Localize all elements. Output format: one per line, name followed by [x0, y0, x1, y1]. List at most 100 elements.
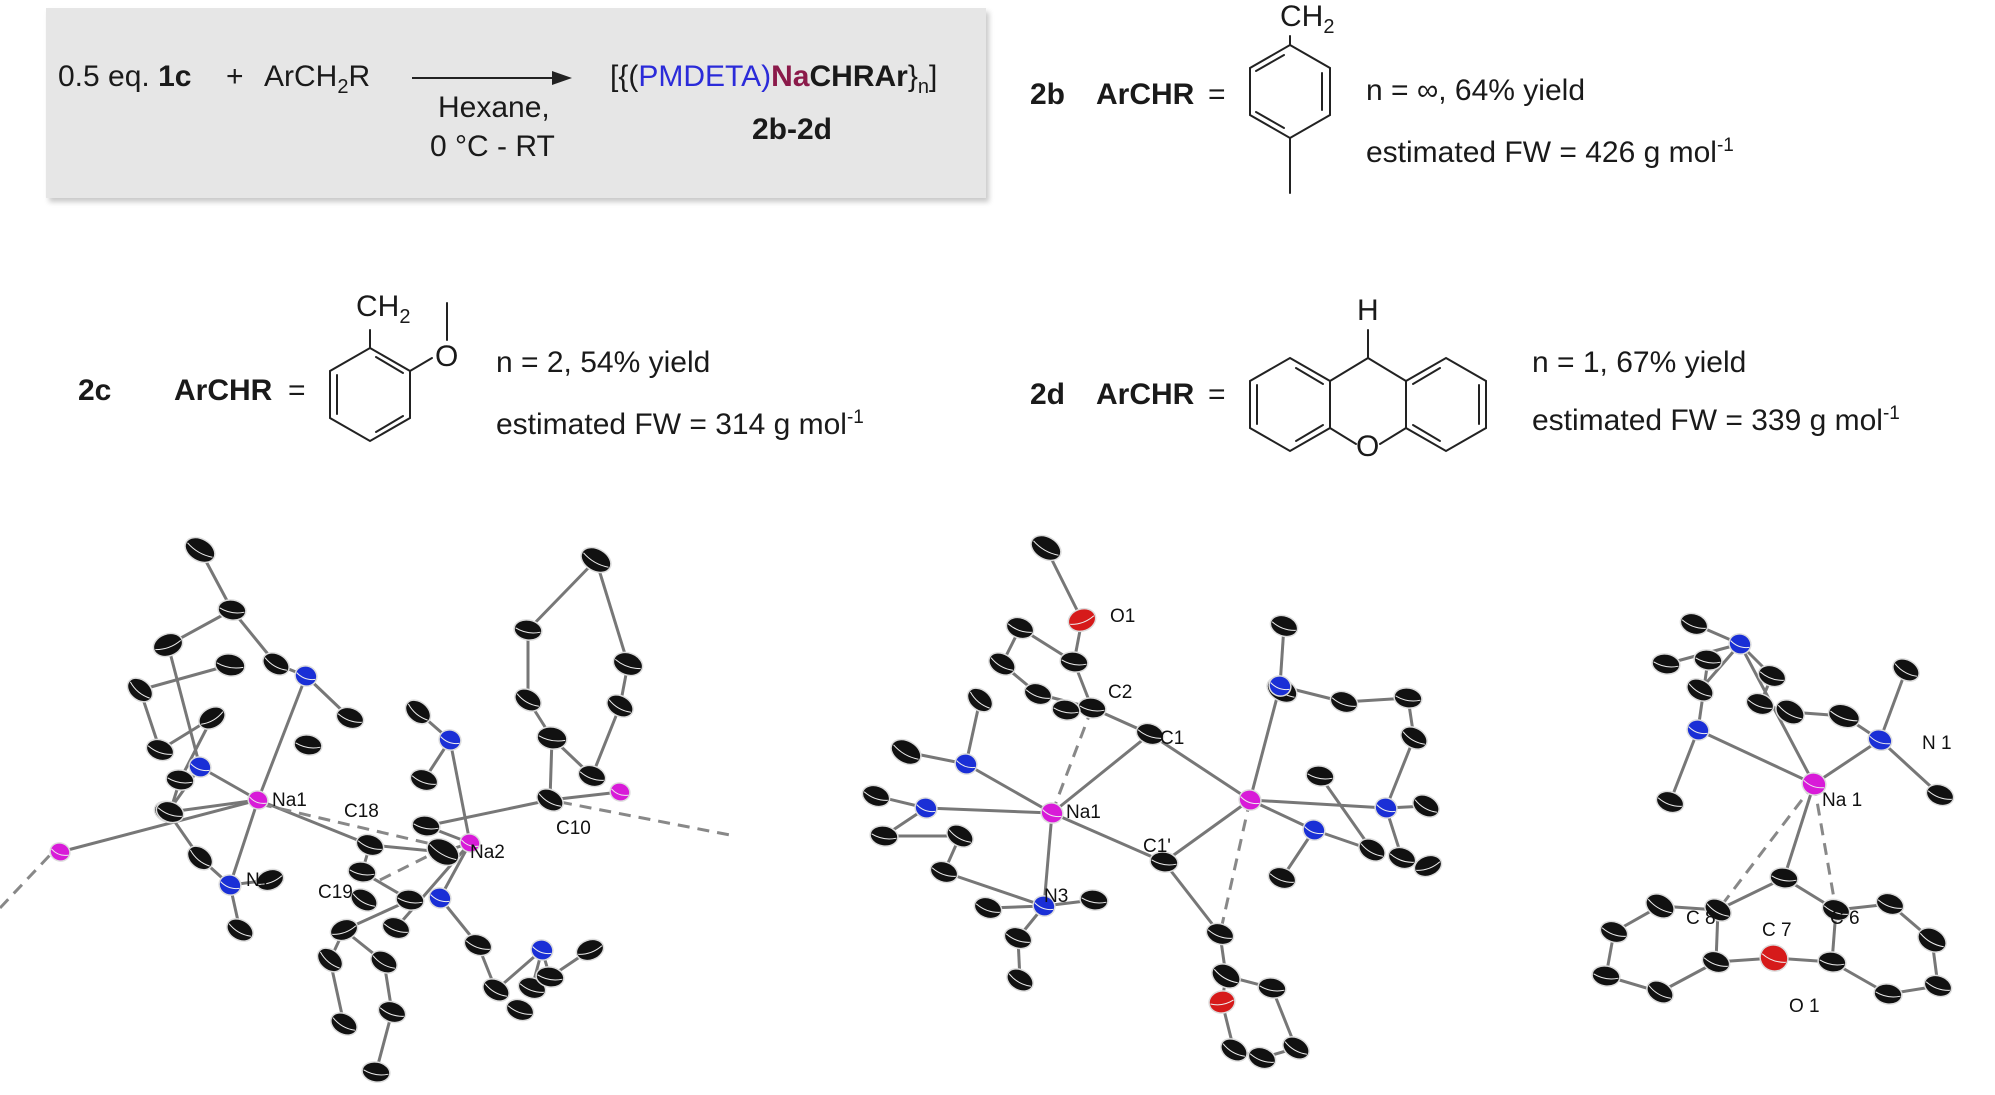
structure-2c-atom-na — [1238, 789, 1262, 811]
compound-2b-equals: = — [1208, 78, 1226, 111]
structure-2d-atom-c — [1775, 699, 1805, 725]
structure-2c-atom-c — [1387, 846, 1417, 870]
structure-2c-ellipsoid-octant — [1042, 809, 1062, 818]
structure-2c-atom-c — [1077, 697, 1107, 719]
structure-2c-bond — [1051, 811, 1165, 864]
structure-2c-ellipsoid-octant — [1269, 873, 1294, 883]
structure-2b-ellipsoid-octant — [461, 839, 479, 847]
structure-2b-ellipsoid-octant — [611, 788, 629, 796]
reagent-2: ArCH2R — [264, 62, 370, 98]
structure-2c-ellipsoid-octant — [1222, 1043, 1245, 1057]
structure-2c-atom-c — [1079, 889, 1109, 911]
structure-2b-ellipsoid-octant — [332, 925, 357, 935]
structure-2b-atom-c — [145, 738, 175, 762]
structure-2b-ellipsoid-octant — [579, 771, 604, 781]
structure-2b-atom-c — [514, 688, 542, 712]
structure-2b-atom-c — [536, 788, 564, 812]
compound-2b-archr: ArCHR — [1096, 78, 1195, 111]
structure-2d-ellipsoid-octant — [1771, 875, 1797, 882]
structure-2d-ellipsoid-octant — [1819, 959, 1845, 966]
compound-2b-ch2: CH2 — [1280, 2, 1334, 38]
structure-2b-ellipsoid-octant — [413, 823, 439, 830]
structure-2c-bond — [1248, 685, 1282, 801]
structure-2c-ellipsoid-octant — [1025, 689, 1050, 699]
compound-2d-fw-text: estimated FW = 339 g mol — [1532, 404, 1883, 437]
structure-2d-ellipsoid-octant — [1688, 683, 1711, 697]
structure-2b-atom-c — [152, 632, 184, 658]
structure-2b-atom-c — [316, 947, 344, 973]
structure-2c-ellipsoid-octant — [1376, 804, 1396, 813]
structure-2b-ellipsoid-octant — [357, 840, 382, 850]
structure-2b-atom-c — [255, 868, 285, 892]
structure-2b-ellipsoid-octant — [519, 983, 544, 993]
structure-2b-bond — [228, 799, 260, 886]
product-close-brace: } — [907, 60, 918, 93]
structure-2b-bond — [594, 559, 630, 665]
reagent-2-sub: 2 — [337, 76, 349, 98]
structure-2d-bond — [1782, 783, 1816, 879]
structure-2c-ellipsoid-octant — [1304, 826, 1324, 835]
structure-2c-bond — [1149, 732, 1251, 802]
structure-2b-dashed-contact — [559, 800, 731, 837]
structure-2c-ellipsoid-octant — [863, 791, 888, 801]
structure-2b-atom-c — [184, 536, 216, 564]
structure-2c-ellipsoid-octant — [1008, 973, 1031, 987]
structure-2b-ellipsoid-octant — [332, 1017, 355, 1031]
structure-2c-ellipsoid-octant — [1249, 1053, 1274, 1063]
structure-2c-atom-na — [1040, 802, 1064, 824]
structure-2d-atom-c — [1873, 983, 1903, 1005]
structure-2b-atom-c — [404, 699, 432, 725]
structure-2c-bond — [1042, 812, 1054, 907]
structure-2c-bond — [1249, 798, 1387, 810]
structure-2d-atom-c — [1599, 920, 1629, 944]
structure-2d-atom-c — [1679, 612, 1709, 636]
structure-2d-ellipsoid-octant — [1681, 619, 1706, 629]
structure-2c-atom-c — [1393, 687, 1423, 709]
structure-2b-ellipsoid-octant — [516, 693, 539, 707]
label-2b-na1: Na1 — [272, 790, 307, 811]
structure-2c-ellipsoid-octant — [1007, 623, 1032, 633]
structure-2d-atom-c — [1821, 898, 1851, 922]
compound-2c-fw-exp: -1 — [846, 407, 864, 428]
structure-2b-ellipsoid-octant — [538, 735, 566, 742]
structure-2b-ellipsoid-octant — [189, 849, 210, 867]
structure-2d-ellipsoid-octant — [1877, 899, 1902, 909]
label-2d-o1: O 1 — [1789, 996, 1820, 1017]
structure-2d-atom-c — [1925, 783, 1955, 807]
structure-2c-atom-c — [890, 738, 922, 766]
structure-2c-atom-c — [1269, 614, 1299, 638]
compound-2d-hydrogen: H — [1357, 294, 1379, 327]
structure-2b-ellipsoid-octant — [228, 923, 251, 937]
structure-2c-ellipsoid-octant — [1414, 799, 1437, 813]
compound-2c-equals: = — [288, 374, 306, 407]
label-2d-na1: Na 1 — [1822, 790, 1862, 811]
structure-2b-atom-c — [155, 800, 185, 824]
structure-2c-atom-c — [861, 784, 891, 808]
plus-sign: + — [226, 60, 244, 93]
structure-2c-ellipsoid-octant — [1331, 697, 1356, 707]
structure-2c-ellipsoid-octant — [1005, 933, 1030, 943]
structure-2b-ellipsoid-octant — [397, 897, 423, 904]
structure-2c-ellipsoid-octant — [1307, 773, 1333, 780]
structure-2b-ellipsoid-octant — [507, 1005, 532, 1015]
label-2c-na1: Na1 — [1066, 802, 1101, 823]
structure-2c-ellipsoid-octant — [1402, 731, 1425, 745]
reaction-scheme-box — [46, 8, 986, 198]
structure-2c-ellipsoid-octant — [1210, 999, 1234, 1006]
structure-2b-ellipsoid-octant — [430, 894, 450, 903]
label-2c-o1: O1 — [1110, 606, 1135, 627]
compound-2c-fw: estimated FW = 314 g mol-1 — [496, 408, 864, 440]
structure-2d-ellipsoid-octant — [1894, 663, 1917, 677]
structure-2c-atom-c — [1023, 682, 1053, 706]
label-2b-c10: C10 — [556, 818, 591, 839]
label-2c-c1p: C1' — [1143, 836, 1171, 857]
structure-2b-bond — [59, 798, 259, 854]
structure-2d-atom-c — [1646, 980, 1674, 1004]
structure-2c-atom-c — [1412, 794, 1440, 818]
structure-2b-bond — [256, 675, 308, 801]
structure-2c-atom-c — [1205, 922, 1235, 946]
structure-2d-bond — [1668, 729, 1700, 803]
structure-2c-bond — [943, 870, 1045, 908]
structure-2c-ellipsoid-octant — [969, 691, 990, 709]
structure-2b-ellipsoid-octant — [608, 699, 631, 713]
